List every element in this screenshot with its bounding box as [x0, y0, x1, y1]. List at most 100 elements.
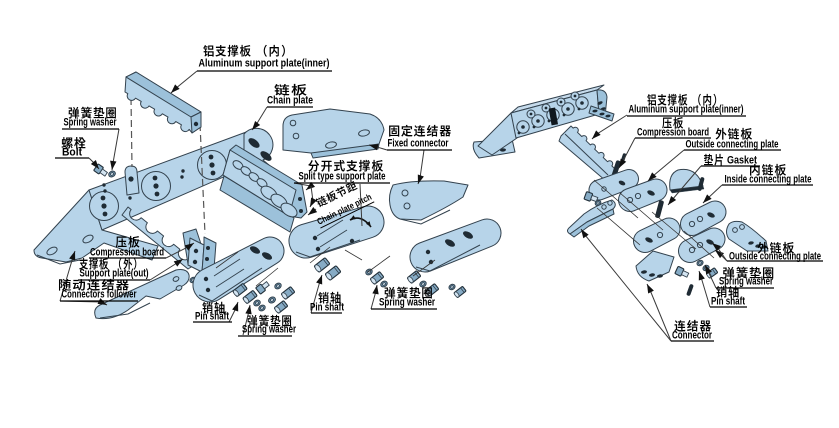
leader-lines-shape	[705, 265, 712, 275]
chain-link-plate-b-shape	[262, 252, 272, 260]
pin-shaft-part-shape	[407, 276, 414, 284]
inside-connecting-plate-part-shape	[688, 220, 696, 228]
chain-link-plate-d-shape	[445, 239, 455, 247]
bolt-part-shape	[261, 281, 270, 290]
leader-lines-shape	[171, 84, 180, 93]
bolt-part	[674, 266, 690, 278]
chain-link-plate-d-shape	[415, 244, 481, 272]
fasteners-right-shape	[655, 200, 664, 219]
assembled-chain-segment-shape	[597, 101, 603, 105]
leader-lines-shape	[592, 130, 601, 139]
pin-shaft-part	[370, 271, 384, 285]
connectors-follower-plate-shape	[33, 189, 159, 263]
connecting-plate-3-shape	[656, 231, 664, 239]
assembled-chain-segment-shape	[547, 119, 551, 123]
label-text-en: Pin shaft	[195, 310, 229, 323]
fixed-connector-bracket-shape	[325, 141, 337, 149]
chain-link-plate-c-shape	[312, 235, 318, 241]
pin-shaft-part-shape	[288, 287, 294, 294]
label-text-zh: 销轴	[716, 284, 740, 300]
outside-connecting-plate-part-2-shape	[688, 246, 696, 254]
pin-shaft-part	[325, 265, 341, 281]
label-text-en: Inside connecting plate	[724, 173, 812, 186]
leader-lines-shape	[712, 243, 722, 252]
connector-foot-shape	[657, 274, 663, 278]
connecting-plate-1-shape	[626, 196, 634, 204]
chain-pitch-arc	[349, 215, 372, 228]
fasteners-left-shape	[215, 251, 239, 269]
label-text-zh: 弹簧垫圈	[247, 313, 293, 329]
label-text-en: Aluminum support plate(inner)	[628, 103, 744, 116]
assembled-chain-segment-shape	[566, 107, 570, 111]
pin-shaft-part-shape	[240, 284, 246, 291]
fasteners-left-shape	[412, 259, 436, 277]
connectors-follower-plate-shape	[46, 246, 58, 256]
chain-plate-link-shape	[248, 138, 260, 148]
leader-lines-shape	[252, 120, 261, 130]
left-assembly-shape	[199, 123, 206, 235]
fixed-connector-bracket-shape	[282, 108, 385, 157]
chain-link-plate-b-shape	[205, 287, 211, 293]
label-text-zh: 分开式支撑板	[308, 158, 384, 174]
fin-plate-shape	[669, 185, 705, 194]
fasteners-right-shape	[697, 177, 705, 191]
pin-shaft-part	[232, 283, 248, 297]
assembled-chain-segment	[472, 84, 615, 159]
label-text-zh: 压板	[115, 234, 141, 250]
outside-wing-plate-shape	[739, 224, 745, 230]
leader-lines-shape	[306, 181, 316, 190]
bolt-bracket-shape	[128, 176, 134, 182]
chain-link-plate-c-shape	[316, 219, 344, 237]
washer-part-shape	[382, 282, 386, 286]
label-text-zh: 销轴	[202, 300, 226, 316]
chain-link-plate-b-shape	[198, 267, 263, 302]
connecting-plate-3	[633, 217, 681, 253]
assembled-chain-segment-shape	[544, 106, 548, 110]
chain-link-plate-c-shape	[295, 239, 361, 258]
fixed-connector-part-shape	[403, 202, 411, 210]
assembled-chain-segment-shape	[500, 148, 506, 152]
fixed-connector-bracket	[282, 108, 385, 159]
chain-link-band-shape	[103, 189, 107, 193]
assembled-chain-segment-shape	[559, 100, 563, 104]
chain-link-plate-b-shape	[250, 246, 260, 254]
leader-lines-shape	[173, 259, 183, 267]
connectors-follower-plate-2-shape	[99, 302, 151, 319]
fasteners-left	[215, 246, 467, 314]
label-text-zh: 销轴	[318, 290, 342, 306]
label-text-en: Fixed connector	[387, 137, 449, 150]
chain-link-plate-b-shape	[203, 276, 209, 282]
chain-link-band-shape	[102, 211, 108, 217]
label-text-en: Pin shaft	[310, 301, 344, 314]
label-text-en: Compression board	[90, 246, 164, 259]
bolt-part	[255, 281, 270, 295]
label-text-zh: 弹簧垫圈	[68, 105, 118, 121]
label-text-en: Compression board	[637, 126, 709, 139]
leader-lines-shape	[359, 183, 363, 227]
connector-foot-shape	[635, 250, 675, 282]
chain-link-plate-c-shape	[349, 238, 355, 244]
washer-part	[258, 304, 266, 312]
compression-board-part-shape	[205, 257, 209, 261]
connector-wing-plate-shape	[601, 204, 607, 210]
chain-pitch-arc-shape	[350, 215, 356, 220]
fasteners-left-shape	[255, 267, 279, 287]
fixed-connector-bracket-shape	[358, 129, 370, 137]
label-text-en: Spring washer	[242, 323, 296, 336]
aluminum-support-plate-part-shape	[193, 121, 199, 127]
split-type-support-plate-part-shape	[298, 197, 302, 201]
connector-wing-plate	[567, 199, 616, 238]
washer-part	[696, 259, 704, 267]
chain-link-plate-d	[409, 218, 502, 273]
fasteners-left-shape	[309, 246, 331, 264]
washer-part	[380, 280, 388, 288]
label-text-en: Pin shaft	[711, 295, 745, 308]
label-text-en: Aluminum support plate(inner)	[198, 57, 330, 70]
inside-connecting-plate-part	[680, 200, 727, 236]
compression-board-part-shape	[206, 246, 210, 250]
outside-wing-plate	[726, 220, 769, 252]
connectors-follower-plate-shape	[36, 254, 81, 265]
pin-shaft-part-shape	[711, 268, 717, 275]
connecting-plate-3-shape	[633, 217, 681, 253]
leader-lines	[55, 70, 823, 342]
